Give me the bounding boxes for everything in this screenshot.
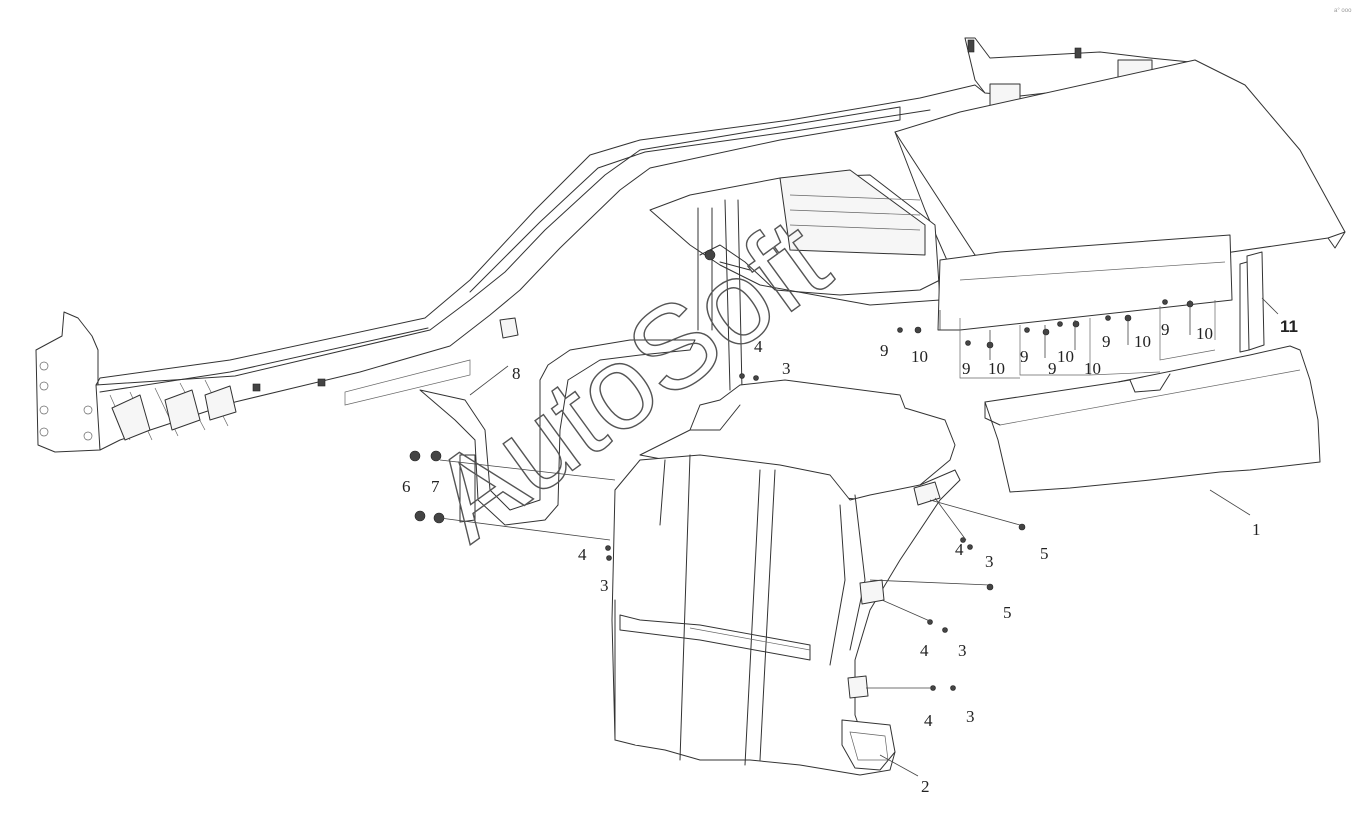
large-panel-part-2 <box>611 454 961 776</box>
fender-bracket <box>419 317 696 526</box>
label-part-3: 3 <box>958 641 967 660</box>
inner-housing <box>649 169 1233 391</box>
side-shield-part-1 <box>984 345 1321 493</box>
bracket-part-11 <box>1239 251 1265 353</box>
label-part-10: 10 <box>911 347 928 366</box>
label-part-4: 4 <box>920 641 929 660</box>
label-part-10: 10 <box>1134 332 1151 351</box>
label-part-9: 9 <box>1020 347 1029 366</box>
corner-code: a° ooo <box>1334 8 1352 14</box>
label-part-3: 3 <box>985 552 994 571</box>
hardware <box>409 299 1194 691</box>
label-part-3: 3 <box>966 707 975 726</box>
callout-labels: 1 2 3 3 3 3 3 4 4 4 4 4 5 5 6 7 8 9 9 9 … <box>402 317 1298 796</box>
label-part-4: 4 <box>754 337 763 356</box>
frame-rail <box>35 37 1201 453</box>
label-part-4: 4 <box>955 540 964 559</box>
label-part-5: 5 <box>1003 603 1012 622</box>
label-part-4: 4 <box>578 545 587 564</box>
leader-lines <box>439 297 1279 777</box>
label-part-10: 10 <box>988 359 1005 378</box>
label-part-11: 11 <box>1280 317 1298 336</box>
upper-panel <box>894 59 1346 291</box>
label-part-7: 7 <box>431 477 440 496</box>
label-part-2: 2 <box>921 777 930 796</box>
label-part-10: 10 <box>1084 359 1101 378</box>
label-part-9: 9 <box>962 359 971 378</box>
label-part-3: 3 <box>782 359 791 378</box>
label-part-10: 10 <box>1057 347 1074 366</box>
label-part-3: 3 <box>600 576 609 595</box>
label-part-4: 4 <box>924 711 933 730</box>
label-part-9: 9 <box>1102 332 1111 351</box>
label-part-10: 10 <box>1196 324 1213 343</box>
label-part-9: 9 <box>1161 320 1170 339</box>
label-part-9: 9 <box>1048 359 1057 378</box>
label-part-8: 8 <box>512 364 521 383</box>
label-part-1: 1 <box>1252 520 1261 539</box>
label-part-5: 5 <box>1040 544 1049 563</box>
label-part-9: 9 <box>880 341 889 360</box>
label-part-6: 6 <box>402 477 411 496</box>
